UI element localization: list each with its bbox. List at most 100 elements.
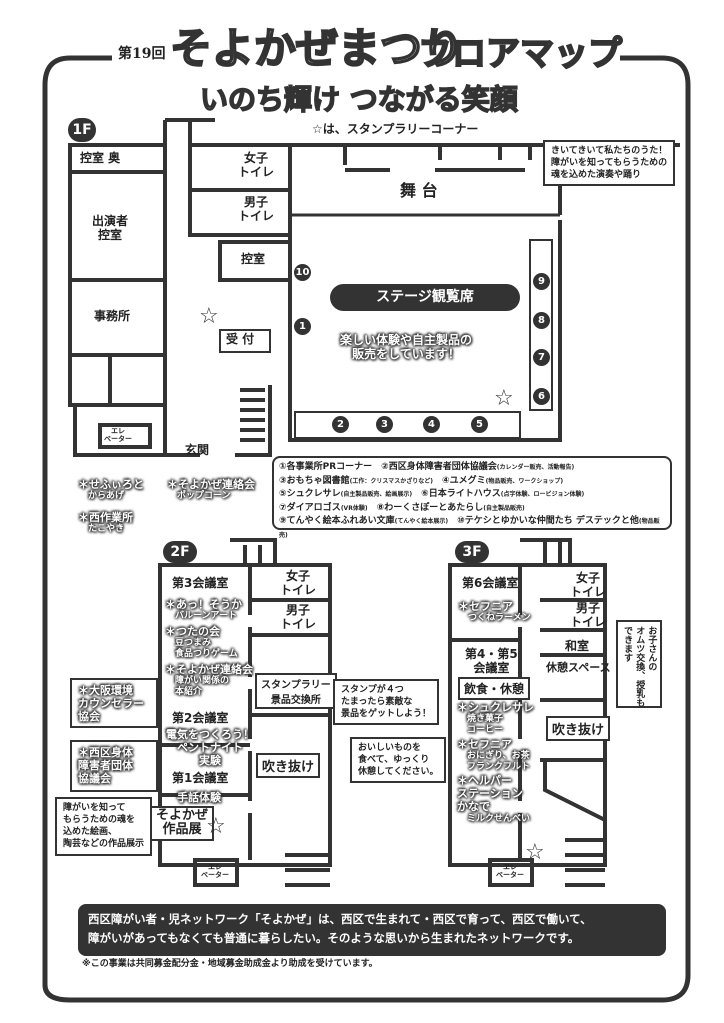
room-office: 事務所 — [94, 309, 131, 323]
legend-note: (物品販売) — [279, 518, 660, 539]
stage-seating-note: 楽しい体験や自主製品の 販売をしています！ — [340, 333, 473, 362]
event: ＊つたの会豆つまみ 食品つりゲーム — [165, 625, 238, 660]
legend-note: (点字体験、ロービジョン体験) — [500, 491, 585, 498]
event-item: つくねラーメン — [468, 613, 531, 624]
event-name: ＊セフニア — [458, 600, 513, 613]
food-booth: ＊せふぃろとからあげ — [78, 478, 144, 502]
event-item: ミルクせんべい — [467, 813, 531, 824]
atrium-3f: 吹き抜け — [546, 716, 611, 741]
event-name: ＊セフニア — [457, 738, 512, 751]
event: ＊あっ！そうかバルーンアート — [165, 598, 242, 622]
stamp-star-icon: ☆ — [494, 386, 514, 411]
booth-9: 9 — [533, 273, 550, 290]
womens-toilet-2f: 女子 トイレ — [280, 569, 317, 597]
legend-item: ④ユメグミ — [441, 475, 486, 486]
room-2-event: 電気をつくろう！ ペントナイト 実験 — [166, 728, 254, 768]
food-booth-name: ＊そよかぜ連絡会 — [167, 478, 255, 491]
eating-rest-label: 飲食・休憩 — [458, 677, 531, 700]
legend-item: ⑦ダイアロゴス — [279, 502, 341, 513]
event: ＊ヘルパー ステーション かなでミルクせんべい — [457, 774, 530, 824]
booth-4: 4 — [423, 416, 440, 433]
stamp-star-icon: ☆ — [525, 840, 545, 865]
food-booth-name: ＊せふぃろと — [78, 478, 144, 491]
room-performer-waiting: 出演者 控室 — [92, 214, 129, 242]
event-item: 焼き菓子 コーヒー — [467, 714, 504, 735]
room-1: 第1会議室 — [172, 771, 229, 785]
japanese-room: 和室 — [565, 639, 590, 653]
event-item: 豆つまみ 食品つりゲーム — [175, 638, 238, 659]
legend-note: (VR体験) — [340, 504, 368, 512]
floor-badge-1f: 1F — [68, 118, 96, 142]
booth-10: 10 — [294, 264, 311, 281]
room-waiting: 控室 — [241, 252, 266, 266]
event-name: ＊あっ！そうか — [165, 598, 242, 611]
legend-item: ⑤シュクレサレ — [279, 489, 341, 499]
stamp-star-icon: ☆ — [206, 814, 226, 839]
food-booth-name: ＊西作業所 — [78, 511, 133, 524]
stamp-callout: スタンプが４つ たまったら素敵な 景品をゲットしよう！ — [333, 679, 440, 726]
legend-item: ⑨てんやく絵本ふれあい文庫 — [279, 516, 395, 526]
festival-logo: そよかぜまつり — [169, 23, 465, 74]
stamp-exchange: スタンプラリー 景品交換所 — [255, 673, 337, 709]
event-item: バルーンアート — [175, 611, 238, 622]
exhibit-callout: 障がいを知って もらうための魂を 込めた絵画、 陶芸などの作品展示 — [55, 797, 153, 856]
legend-note: (自主製品販売) — [483, 504, 525, 512]
booth-6: 6 — [533, 388, 550, 405]
legend-item: ⑥日本ライトハウス — [421, 489, 501, 499]
room-womens-toilet-1f: 女子 トイレ — [238, 151, 275, 179]
room-1-event: 手話体験 — [177, 791, 221, 804]
exhibit-label: そよかぜ 作品展 — [150, 806, 215, 841]
room-4-5: 第4・第5 会議室 — [465, 647, 518, 675]
event-item: おにぎり、お茶 フランクフルト — [467, 751, 531, 772]
legend-item: ⑧わーくさぽーとあたらし — [376, 502, 484, 513]
booth-8: 8 — [533, 312, 550, 329]
stamp-legend-note: ☆は、スタンプラリーコーナー — [312, 122, 479, 136]
slogan: いのち輝け つながる笑顔 — [199, 83, 518, 117]
room-6: 第6会議室 — [462, 576, 519, 590]
food-booth-item: たこやき — [88, 524, 125, 535]
event: ＊セフニアおにぎり、お茶 フランクフルト — [457, 738, 530, 773]
stage-label: 舞 台 — [400, 181, 438, 200]
legend-note: (工作：クリスマスかざりなど) — [349, 477, 433, 485]
event-name: ＊つたの会 — [165, 625, 220, 638]
legend-note: (物品販売、ワークショップ) — [485, 477, 564, 485]
entrance: 玄関 — [185, 443, 210, 457]
food-booth-item: からあげ — [88, 491, 125, 502]
legend-item: ②西区身体障害者団体協議会 — [381, 462, 497, 472]
room-2: 第2会議室 — [172, 711, 229, 725]
elevator-3f: エレ ベーター — [496, 863, 524, 880]
booth-7: 7 — [533, 349, 550, 366]
booth-legend: ①各事業所PRコーナー ②西区身体障害者団体協議会(カレンダー販売、活動報告) … — [272, 456, 672, 539]
floor-badge-3f: 3F — [455, 541, 489, 563]
legend-item: ③おもちゃ図書館 — [279, 475, 350, 486]
stamp-star-icon: ☆ — [199, 304, 219, 329]
callout-nishiku-box: ＊西区身体 障害者団体 協議会 — [70, 740, 158, 792]
callout-osaka: ＊大阪環境 カウンセラー 協会 — [78, 684, 144, 724]
atrium-2f: 吹き抜け — [256, 753, 321, 778]
callout-osaka-box: ＊大阪環境 カウンセラー 協会 — [70, 678, 158, 728]
room-back-waiting: 控室 奥 — [80, 151, 121, 165]
funding-note: ※この事業は共同募金配分金・地域募金助成金より助成を受けています。 — [82, 959, 378, 969]
booth-3: 3 — [376, 416, 393, 433]
event: ＊シュクレサレ焼き菓子 コーヒー — [457, 701, 534, 736]
network-mission: 西区障がい者・児ネットワーク「そよかぜ」は、西区で生まれて・西区で育って、西区で… — [78, 904, 666, 956]
elevator-2f: エレ ベーター — [201, 863, 229, 880]
event: ＊そよかぜ連絡会障がい関係の 本紹介 — [165, 663, 253, 698]
event-name: ＊シュクレサレ — [457, 701, 534, 714]
edition-label: 第19回 — [118, 46, 166, 62]
callout-nishiku: ＊西区身体 障害者団体 協議会 — [78, 746, 133, 786]
legend-item: ①各事業所PRコーナー — [279, 462, 373, 472]
food-booth: ＊そよかぜ連絡会ポップコーン — [167, 478, 255, 502]
legend-note: (カレンダー販売、活動報告) — [496, 464, 575, 471]
womens-toilet-3f: 女子 トイレ — [570, 571, 607, 599]
room-mens-toilet-1f: 男子 トイレ — [238, 195, 275, 223]
booth-1: 1 — [294, 318, 311, 335]
event-item: 障がい関係の 本紹介 — [175, 676, 230, 697]
floor-badge-2f: 2F — [163, 541, 197, 563]
eating-callout: おいしいものを 食べて、ゆっくり 休憩してください。 — [350, 737, 447, 784]
reception: 受 付 — [226, 332, 255, 346]
rest-space: 休憩スペース — [546, 661, 611, 674]
event: ＊セフニアつくねラーメン — [458, 600, 531, 624]
stage-callout: きいてきいて私たちのうた！ 障がいを知ってもらうための 魂を込めた演奏や踊り — [543, 140, 676, 187]
